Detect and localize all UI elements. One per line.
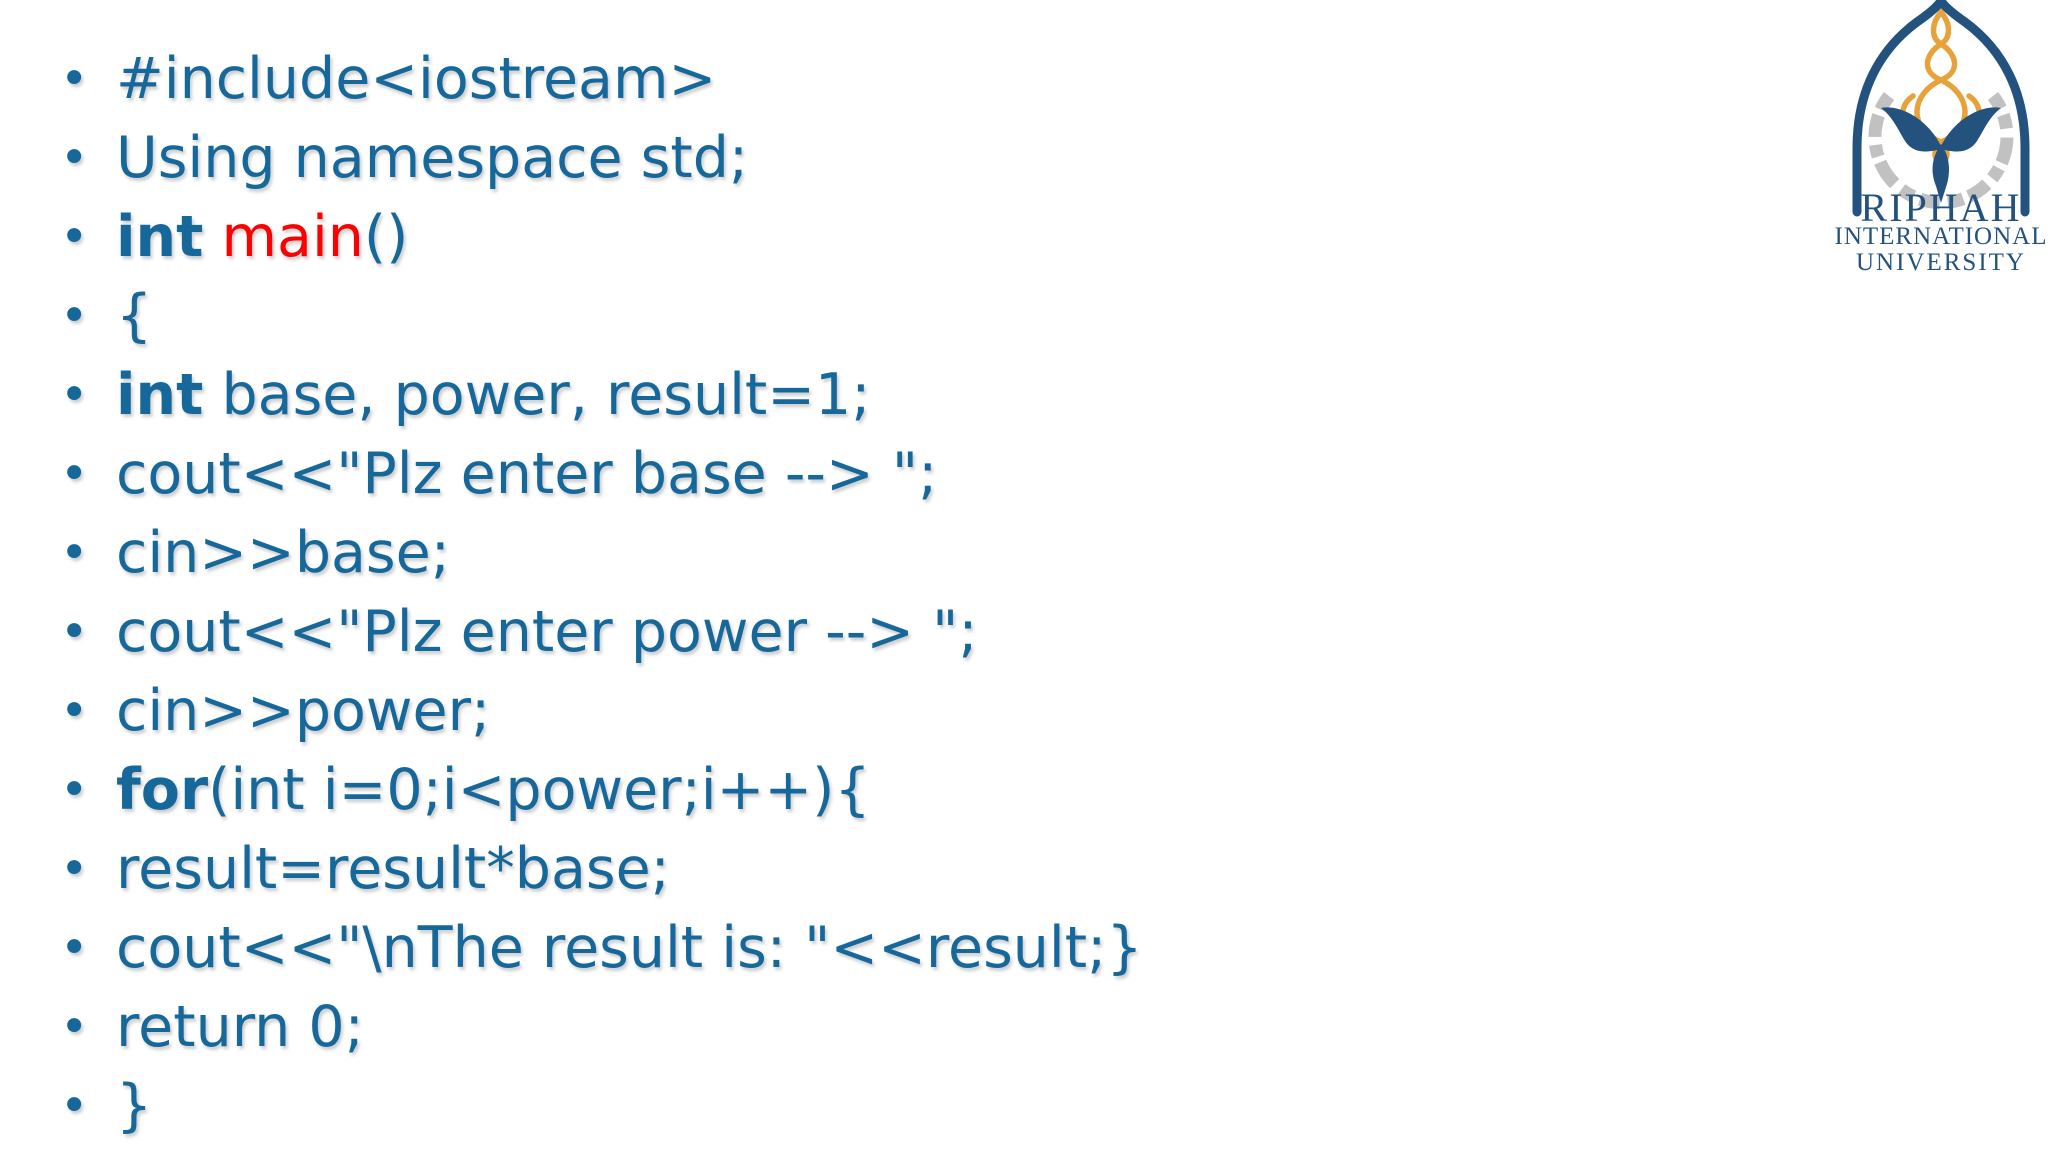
calligraphy-ring-icon bbox=[1868, 92, 2014, 210]
code-line: • result=result*base; bbox=[60, 830, 1143, 909]
bullet-icon: • bbox=[60, 209, 89, 265]
university-logo-emblem bbox=[1852, 0, 2030, 217]
code-line: • cout<<"\nThe result is: "<<result;} bbox=[60, 909, 1143, 988]
code-segment-plain: result=result*base; bbox=[116, 836, 670, 902]
code-line: • cin>>base; bbox=[60, 514, 1143, 593]
code-segment-plain: { bbox=[116, 283, 153, 349]
arch-icon bbox=[1852, 0, 2030, 217]
code-text: return 0; bbox=[116, 988, 364, 1067]
code-segment-plain: Using namespace std; bbox=[116, 125, 749, 191]
code-line: • Using namespace std; bbox=[60, 119, 1143, 198]
code-line: •{ bbox=[60, 277, 1143, 356]
bird-icon bbox=[1881, 107, 2001, 203]
code-segment-keyword: int bbox=[116, 204, 204, 270]
code-segment-plain: cin>>power; bbox=[116, 678, 491, 744]
code-segment-plain: (int i=0;i<power;i++){ bbox=[208, 757, 871, 823]
code-segment-plain: #include<iostream> bbox=[116, 46, 717, 112]
code-bullet-list: • #include<iostream> • Using namespace std;… bbox=[60, 40, 1143, 1146]
bullet-icon: • bbox=[60, 762, 89, 818]
code-line: • #include<iostream> bbox=[60, 40, 1143, 119]
code-text: cout<<"Plz enter base --> "; bbox=[116, 435, 937, 514]
bullet-icon: • bbox=[60, 683, 89, 739]
code-segment-function: main bbox=[221, 204, 364, 270]
code-segment-plain: return 0; bbox=[116, 994, 364, 1060]
code-segment-plain: } bbox=[116, 1073, 153, 1139]
code-segment-keyword: for bbox=[116, 757, 209, 823]
code-text: #include<iostream> bbox=[116, 40, 716, 119]
code-line: • cout<<"Plz enter base --> "; bbox=[60, 435, 1143, 514]
logo-text-riphah: RIPHAH bbox=[1860, 185, 2022, 230]
bullet-icon: • bbox=[60, 130, 89, 186]
code-text: { bbox=[116, 277, 152, 356]
code-line: •} bbox=[60, 1067, 1143, 1146]
bullet-icon: • bbox=[60, 920, 89, 976]
bullet-icon: • bbox=[60, 51, 89, 107]
code-segment-keyword: int bbox=[116, 362, 204, 428]
code-text: result=result*base; bbox=[116, 830, 670, 909]
code-text: cout<<"\nThe result is: "<<result;} bbox=[116, 909, 1143, 988]
bullet-icon: • bbox=[60, 525, 89, 581]
logo-text-international: INTERNATIONAL bbox=[1834, 223, 2048, 250]
code-segment-plain: cout<<"Plz enter power --> "; bbox=[116, 599, 978, 665]
code-line: • cin>>power; bbox=[60, 672, 1143, 751]
code-text: Using namespace std; bbox=[116, 119, 748, 198]
bullet-icon: • bbox=[60, 288, 89, 344]
code-segment-plain: cin>>base; bbox=[116, 520, 450, 586]
code-segment-plain: cout<<"\nThe result is: "<<result;} bbox=[116, 915, 1143, 981]
bullet-icon: • bbox=[60, 999, 89, 1055]
code-line: • cout<<"Plz enter power --> "; bbox=[60, 593, 1143, 672]
bullet-icon: • bbox=[60, 841, 89, 897]
code-segment-plain: cout<<"Plz enter base --> "; bbox=[116, 441, 938, 507]
code-text: cout<<"Plz enter power --> "; bbox=[116, 593, 978, 672]
code-line: • return 0; bbox=[60, 988, 1143, 1067]
bullet-icon: • bbox=[60, 367, 89, 423]
code-line: • int base, power, result=1; bbox=[60, 356, 1143, 435]
code-text: for(int i=0;i<power;i++){ bbox=[116, 751, 871, 830]
code-text: cin>>base; bbox=[116, 514, 450, 593]
code-text: int main() bbox=[116, 198, 408, 277]
bullet-icon: • bbox=[60, 604, 89, 660]
code-text: int base, power, result=1; bbox=[116, 356, 871, 435]
code-line: • for(int i=0;i<power;i++){ bbox=[60, 751, 1143, 830]
code-segment-plain bbox=[203, 204, 221, 270]
code-text: cin>>power; bbox=[116, 672, 490, 751]
university-logo: RIPHAH INTERNATIONAL UNIVERSITY bbox=[1834, 0, 2048, 292]
bullet-icon: • bbox=[60, 1078, 89, 1134]
bullet-icon: • bbox=[60, 446, 89, 502]
code-line: • int main() bbox=[60, 198, 1143, 277]
code-segment-plain: () bbox=[363, 204, 409, 270]
code-segment-plain: base, power, result=1; bbox=[203, 362, 871, 428]
logo-text-university: UNIVERSITY bbox=[1856, 249, 2026, 276]
code-text: } bbox=[116, 1067, 152, 1146]
